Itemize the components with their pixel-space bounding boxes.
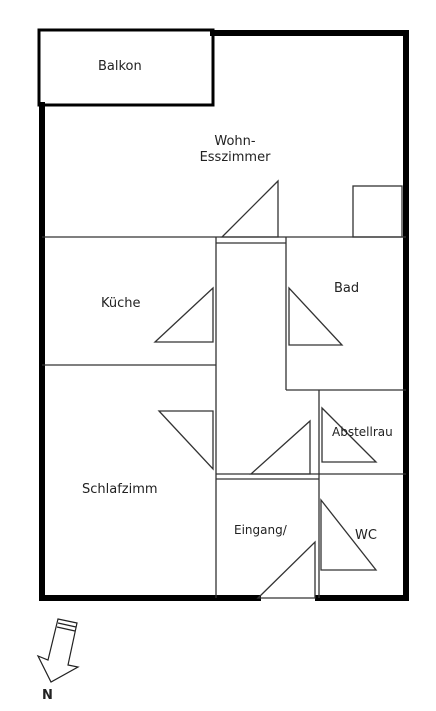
- room-label-wc: WC: [355, 528, 377, 543]
- door-wc: [320, 498, 378, 571]
- interior-walls: [42, 185, 406, 598]
- compass-label: N: [42, 688, 53, 703]
- room-label-eingang: Eingang/: [234, 523, 287, 537]
- room-label-abstellraum: Abstellrau: [332, 425, 393, 439]
- room-label-balkon: Balkon: [98, 59, 142, 74]
- room-label-schlafzimmer: Schlafzimm: [82, 482, 158, 497]
- door-living: [220, 179, 279, 238]
- room-label-wohn-line1: Wohn-: [214, 134, 256, 149]
- door-storage: [321, 406, 378, 463]
- room-label-bad: Bad: [334, 281, 360, 296]
- outer-walls: [39, 30, 409, 601]
- room-label-wohn-line2: Esszimmer: [199, 150, 271, 166]
- room-label-wohn: Wohn- Esszimmer: [190, 134, 280, 167]
- room-label-kueche: Küche: [101, 296, 141, 311]
- door-bath: [288, 286, 344, 346]
- door-corridor: [249, 419, 311, 475]
- north-arrow-icon: [36, 618, 80, 683]
- doors: [153, 179, 378, 599]
- door-kitchen: [153, 286, 214, 343]
- door-bedroom: [157, 410, 214, 471]
- door-entrance: [256, 540, 316, 599]
- balcony-outline: [37, 28, 215, 107]
